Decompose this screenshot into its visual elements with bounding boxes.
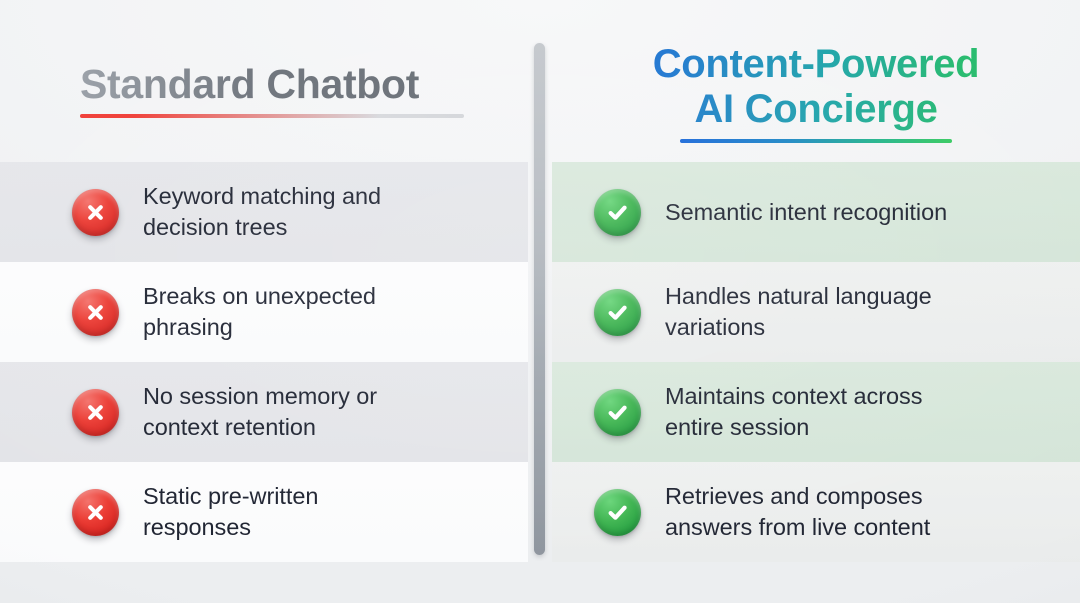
row-right-text: Maintains context across entire session xyxy=(665,381,922,443)
row-right-cell: Maintains context across entire session xyxy=(552,362,1080,462)
left-title-underline xyxy=(80,114,464,118)
left-column-title: Standard Chatbot xyxy=(80,64,464,105)
row-right-text-line1: Handles natural language xyxy=(665,283,932,309)
comparison-row: Breaks on unexpected phrasing Handles na… xyxy=(0,262,1080,362)
cross-circle-icon xyxy=(72,288,119,336)
right-column-title-line1: Content-Powered xyxy=(652,42,980,86)
vertical-divider xyxy=(534,43,545,555)
row-right-text-line2: entire session xyxy=(665,414,810,440)
row-left-text-line1: Keyword matching and xyxy=(143,183,382,209)
row-left-text: Keyword matching and decision trees xyxy=(143,181,381,243)
left-column-header: Standard Chatbot xyxy=(0,0,528,162)
right-column-title-line2: AI Concierge xyxy=(694,87,938,132)
right-title-underline xyxy=(680,139,952,144)
row-left-text-line1: No session memory or xyxy=(143,383,378,409)
row-right-text-line1: Maintains context across xyxy=(665,383,923,409)
row-right-text-line2: variations xyxy=(665,314,766,340)
row-right-text-line1: Semantic intent recognition xyxy=(665,198,948,225)
comparison-row: Static pre-written responses Retrieves a… xyxy=(0,462,1080,562)
row-left-text-line2: decision trees xyxy=(143,214,288,240)
row-left-text-line1: Static pre-written xyxy=(143,483,319,509)
check-circle-icon xyxy=(594,488,641,536)
row-right-text: Handles natural language variations xyxy=(665,281,932,343)
row-left-cell: No session memory or context retention xyxy=(0,362,528,462)
comparison-rows: Keyword matching and decision trees Sema… xyxy=(0,162,1080,562)
row-right-cell: Handles natural language variations xyxy=(552,262,1080,362)
comparison-headers: Standard Chatbot Content-Powered AI Conc… xyxy=(0,0,1080,162)
cross-circle-icon xyxy=(72,488,119,536)
right-column-title: Content-Powered AI Concierge xyxy=(552,42,1080,132)
row-left-text: No session memory or context retention xyxy=(143,381,377,443)
right-column-header: Content-Powered AI Concierge xyxy=(552,0,1080,162)
row-right-cell: Retrieves and composes answers from live… xyxy=(552,462,1080,562)
check-circle-icon xyxy=(594,388,641,436)
row-left-text: Static pre-written responses xyxy=(143,481,318,543)
row-right-text: Semantic intent recognition xyxy=(665,197,947,228)
check-circle-icon xyxy=(594,188,641,236)
comparison-row: Keyword matching and decision trees Sema… xyxy=(0,162,1080,262)
row-left-text-line1: Breaks on unexpected xyxy=(143,283,376,309)
row-left-text-line2: responses xyxy=(143,514,251,540)
row-right-cell: Semantic intent recognition xyxy=(552,162,1080,262)
row-left-cell: Keyword matching and decision trees xyxy=(0,162,528,262)
row-left-cell: Static pre-written responses xyxy=(0,462,528,562)
row-left-text-line2: context retention xyxy=(143,414,316,440)
cross-circle-icon xyxy=(72,388,119,436)
check-circle-icon xyxy=(594,288,641,336)
row-left-cell: Breaks on unexpected phrasing xyxy=(0,262,528,362)
comparison-row: No session memory or context retention M… xyxy=(0,362,1080,462)
row-left-text: Breaks on unexpected phrasing xyxy=(143,281,376,343)
row-right-text-line2: answers from live content xyxy=(665,514,931,540)
row-left-text-line2: phrasing xyxy=(143,314,233,340)
row-right-text: Retrieves and composes answers from live… xyxy=(665,481,930,543)
cross-circle-icon xyxy=(72,188,119,236)
row-right-text-line1: Retrieves and composes xyxy=(665,483,923,509)
